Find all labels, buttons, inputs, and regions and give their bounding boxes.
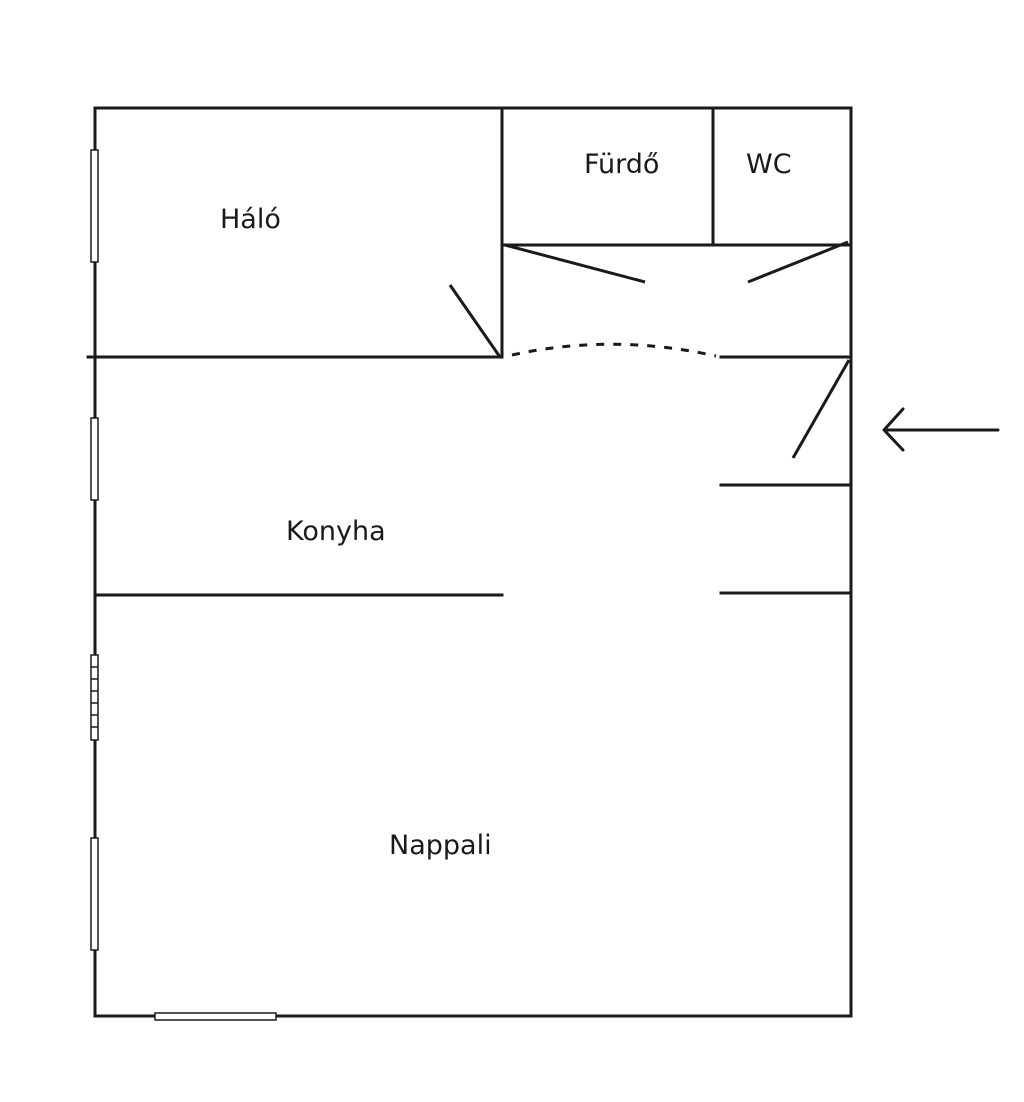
arrow-left-icon — [882, 407, 1000, 452]
wc-door — [747, 240, 849, 284]
window-nappali — [90, 837, 99, 951]
windows — [90, 149, 277, 1021]
room-label-halo: Háló — [220, 204, 281, 235]
window-halo — [90, 149, 99, 263]
interior-walls — [86, 106, 853, 597]
room-label-furdo: Fürdő — [584, 149, 659, 180]
window-nappali-louvered — [90, 654, 99, 741]
furdo-door — [504, 243, 646, 284]
room-label-nappali: Nappali — [389, 830, 492, 861]
entrance-door — [791, 359, 851, 459]
door-swing-arc — [511, 342, 717, 358]
halo-door — [448, 284, 502, 358]
window-nappali-bottom — [154, 1012, 277, 1021]
window-konyha — [90, 417, 99, 501]
doors — [448, 240, 851, 459]
room-label-wc: WC — [746, 149, 792, 180]
room-label-konyha: Konyha — [286, 516, 386, 547]
